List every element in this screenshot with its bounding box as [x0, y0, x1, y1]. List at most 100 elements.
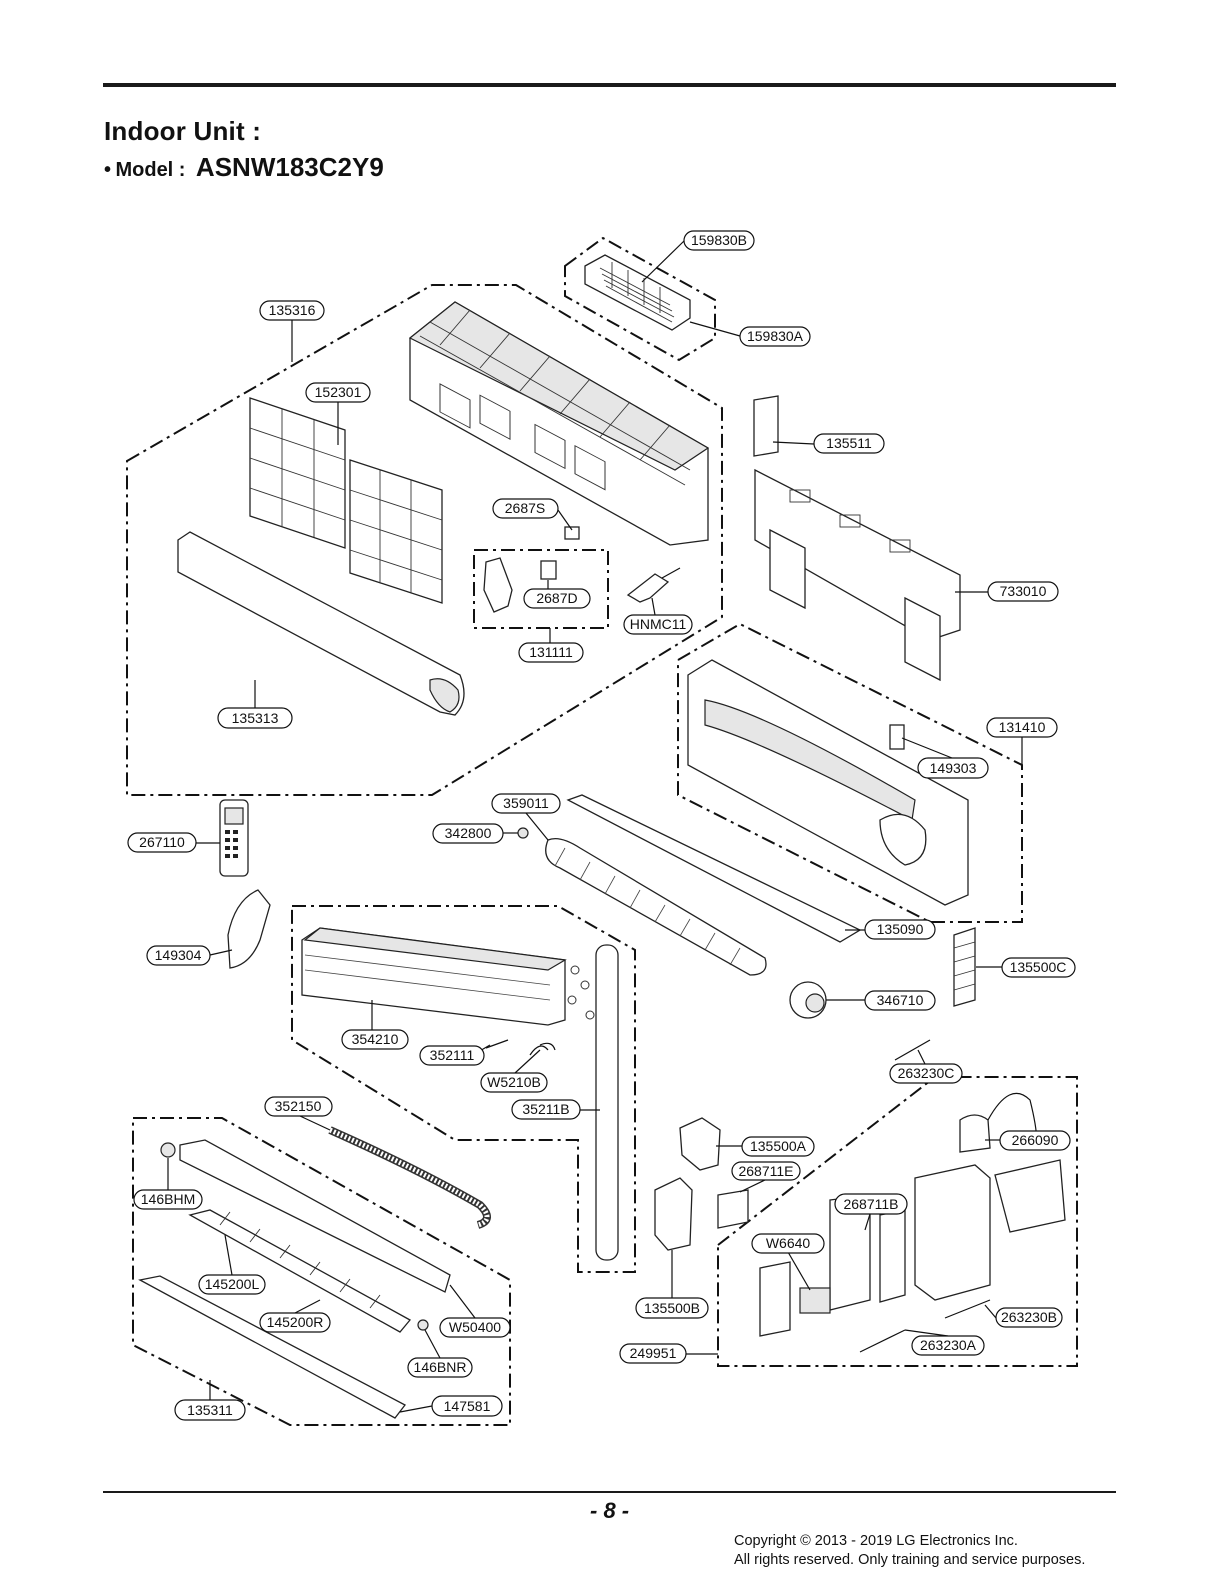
label-159830A: 159830A [747, 328, 804, 344]
copyright-line-1: Copyright © 2013 - 2019 LG Electronics I… [734, 1533, 1018, 1549]
label-352150: 352150 [275, 1098, 322, 1114]
remote-control-part [219, 799, 249, 877]
callout-145200R: 145200R [259, 1299, 331, 1333]
group-boundary-front-panel [126, 284, 723, 796]
callout-HNMC11: HNMC11 [623, 597, 693, 635]
model-value: ASNW183C2Y9 [195, 152, 384, 182]
callout-266090: 266090 [985, 1130, 1071, 1151]
label-135500C: 135500C [1010, 959, 1067, 975]
label-131410: 131410 [999, 719, 1046, 735]
callout-268711E: 268711E [731, 1161, 801, 1193]
label-145200R: 145200R [267, 1314, 324, 1330]
callout-352150: 352150 [264, 1096, 333, 1131]
callout-263230A: 263230A [904, 1329, 985, 1356]
callout-263230B: 263230B [984, 1304, 1063, 1328]
callout-346710: 346710 [826, 990, 936, 1011]
front-panel-part [177, 531, 465, 716]
installation-plate-part [754, 468, 961, 682]
label-W5210B: W5210B [487, 1074, 541, 1090]
label-35211B: 35211B [522, 1101, 569, 1117]
display-pcb-part [483, 526, 681, 613]
group-boundary-131111 [473, 549, 609, 629]
label-342800: 342800 [445, 825, 492, 841]
label-267110: 267110 [139, 834, 185, 850]
callout-152301: 152301 [305, 382, 371, 445]
model-label: Model : [115, 159, 186, 181]
fan-motor-part [789, 981, 827, 1019]
label-149303: 149303 [930, 760, 977, 776]
callout-135500A: 135500A [716, 1136, 815, 1157]
callout-135313: 135313 [217, 680, 293, 729]
label-135500A: 135500A [750, 1138, 807, 1154]
label-352111: 352111 [430, 1047, 475, 1063]
page-title: Indoor Unit : [104, 116, 262, 146]
chassis-part [687, 659, 969, 906]
callout-131111: 131111 [518, 628, 584, 663]
callout-146BHM: 146BHM [133, 1158, 203, 1210]
callout-35211B: 35211B [511, 1099, 600, 1120]
callout-131410: 131410 [986, 717, 1058, 765]
copyright-line-2: All rights reserved. Only training and s… [734, 1552, 1086, 1568]
copyright-notice: Copyright © 2013 - 2019 LG Electronics I… [734, 1532, 1085, 1570]
grille-159830B-part [584, 254, 691, 331]
callout-267110: 267110 [127, 832, 220, 853]
callout-135316: 135316 [259, 300, 325, 362]
callout-359011: 359011 [491, 793, 561, 841]
callout-W5210B: W5210B [480, 1049, 548, 1093]
bottom-rule [103, 1491, 1116, 1493]
label-152301: 152301 [315, 384, 362, 400]
label-W6640: W6640 [766, 1235, 811, 1251]
label-135313: 135313 [232, 710, 279, 726]
label-135316: 135316 [269, 302, 316, 318]
page-number: - 8 - [590, 1498, 630, 1523]
callout-2687D: 2687D [523, 580, 591, 609]
label-146BNR: 146BNR [414, 1359, 467, 1375]
callout-354210: 354210 [341, 1000, 409, 1050]
label-346710: 346710 [877, 992, 924, 1008]
side-cover-149304-part [227, 889, 271, 969]
model-bullet: • [104, 159, 112, 181]
control-box-part [654, 1039, 1066, 1353]
callout-263230C: 263230C [889, 1049, 963, 1084]
label-159830B: 159830B [691, 232, 747, 248]
callout-342800: 342800 [432, 823, 518, 844]
callout-W50400: W50400 [439, 1284, 511, 1338]
label-HNMC11: HNMC11 [630, 616, 687, 632]
evaporator-part [301, 927, 595, 1026]
group-boundary-grille [564, 236, 716, 362]
pipe-35211B-part [595, 944, 619, 1261]
callout-147581: 147581 [399, 1395, 503, 1417]
label-147581: 147581 [444, 1398, 491, 1414]
fitting-352111-part [485, 1039, 556, 1056]
label-W50400: W50400 [449, 1319, 501, 1335]
callout-135500B: 135500B [635, 1250, 709, 1319]
callout-733010: 733010 [955, 581, 1059, 602]
label-263230C: 263230C [898, 1065, 955, 1081]
callout-146BNR: 146BNR [407, 1329, 473, 1378]
cross-flow-fan-part [517, 827, 767, 976]
callout-W6640: W6640 [751, 1233, 825, 1291]
callout-135311: 135311 [174, 1380, 246, 1421]
callout-135500C: 135500C [976, 957, 1076, 978]
label-135090: 135090 [877, 921, 924, 937]
label-266090: 266090 [1012, 1132, 1059, 1148]
group-boundary-louver [132, 1117, 511, 1426]
callout-145200L: 145200L [198, 1234, 266, 1295]
label-135311: 135311 [187, 1402, 233, 1418]
label-2687D: 2687D [536, 590, 577, 606]
louver-assembly-part [138, 1139, 451, 1419]
front-cabinet-part [408, 301, 710, 546]
label-135500B: 135500B [644, 1300, 700, 1316]
label-354210: 354210 [352, 1031, 399, 1047]
callout-149303: 149303 [901, 737, 989, 779]
callout-159830B: 159830B [641, 230, 755, 283]
label-146BHM: 146BHM [141, 1191, 195, 1207]
callout-159830A: 159830A [689, 321, 811, 347]
air-filters-part [249, 397, 443, 604]
label-149304: 149304 [155, 947, 202, 963]
group-boundary-evaporator [291, 905, 636, 1273]
label-733010: 733010 [1000, 583, 1047, 599]
label-249951: 249951 [630, 1345, 677, 1361]
group-boundary-chassis [677, 622, 1023, 923]
